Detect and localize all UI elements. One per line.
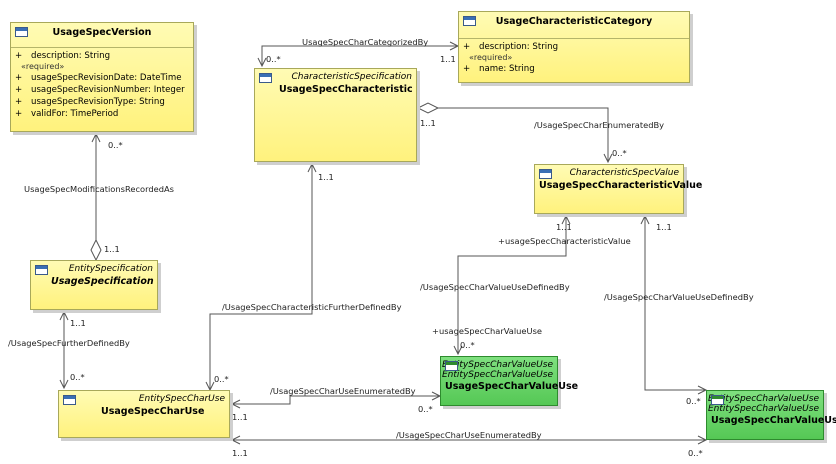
class-stereotype: EntitySpecification	[68, 264, 153, 274]
label-spec-further-defined-by: /UsageSpecFurtherDefinedBy	[8, 338, 130, 348]
label-further-defined-by: /UsageSpecCharacteristicFurtherDefinedBy	[222, 302, 402, 312]
enumerated-by-diamond	[416, 102, 440, 114]
multiplicity: 1..1	[70, 318, 86, 328]
class-usage-spec-char-use[interactable]: EntitySpecCharUse UsageSpecCharUse	[58, 390, 230, 438]
multiplicity: 0..*	[460, 340, 475, 350]
value-use-defined-arrow-top	[561, 214, 571, 225]
multiplicity: 0..*	[70, 372, 85, 382]
class-usage-spec-char-value-use-1[interactable]: EntitySpecCharValueUse EntitySpecCharVal…	[440, 356, 579, 406]
modifications-arrow	[91, 132, 101, 143]
class-stereotype: CharacteristicSpecification	[291, 72, 412, 82]
class-stereotype: EntitySpecCharValueUse	[707, 404, 819, 414]
label-char-use-enumerated-by-2: /UsageSpecCharUseEnumeratedBy	[396, 430, 542, 440]
multiplicity: 1..1	[440, 54, 456, 64]
multiplicity: 0..*	[214, 374, 229, 384]
class-usage-spec-version[interactable]: UsageSpecVersion +description: String «r…	[10, 22, 194, 132]
attribute: +usageSpecRevisionDate: DateTime	[15, 73, 182, 83]
multiplicity: 0..*	[686, 396, 701, 406]
modifications-diamond	[90, 238, 102, 262]
class-name: UsageSpecCharacteristic	[279, 84, 413, 95]
enumerated-by-line	[438, 107, 609, 162]
multiplicity: 1..1	[656, 222, 672, 232]
attribute-list: +description: String «required» +name: S…	[459, 38, 689, 75]
class-stereotype: CharacteristicSpecValue	[569, 168, 679, 178]
class-icon	[445, 361, 458, 371]
value-use-defined-2-arrow-top	[640, 214, 650, 225]
multiplicity: 1..1	[420, 118, 436, 128]
value-use-defined-line	[457, 216, 567, 354]
class-name: UsageSpecCharValueUse	[445, 381, 579, 392]
class-stereotype: EntitySpecCharValueUse	[441, 360, 553, 370]
label-modifications-recorded-as: UsageSpecModificationsRecordedAs	[24, 184, 174, 194]
label-value-use-defined-by-2: /UsageSpecCharValueUseDefinedBy	[604, 292, 754, 302]
attribute: +description: String	[463, 42, 559, 52]
enumerated-by-arrow	[603, 153, 613, 164]
class-usage-spec-characteristic[interactable]: CharacteristicSpecification UsageSpecCha…	[254, 68, 417, 162]
label-char-use-enumerated-by: /UsageSpecCharUseEnumeratedBy	[270, 386, 416, 396]
value-use-defined-2-line	[644, 216, 706, 391]
attribute: +usageSpecRevisionNumber: Integer	[15, 85, 185, 95]
multiplicity: 1..1	[104, 244, 120, 254]
class-icon	[463, 16, 476, 26]
role-characteristic-value: +usageSpecCharacteristicValue	[498, 236, 631, 246]
class-icon	[63, 395, 76, 405]
multiplicity: 1..1	[318, 172, 334, 182]
categorized-by-arrow-start	[257, 57, 267, 68]
categorized-by-line	[261, 45, 458, 66]
class-usage-spec-char-value-use-2[interactable]: EntitySpecCharValueUse EntitySpecCharVal…	[706, 390, 836, 440]
class-icon	[259, 73, 272, 83]
further-defined-line	[209, 164, 313, 390]
attribute: +description: String	[15, 51, 111, 61]
class-name: UsageSpecCharUse	[101, 406, 205, 417]
class-stereotype: EntitySpecCharUse	[138, 394, 225, 404]
class-name: UsageSpecVersion	[52, 27, 152, 38]
class-name: UsageCharacteristicCategory	[495, 16, 653, 27]
class-icon	[539, 169, 552, 179]
spec-further-defined-arrow-top	[59, 310, 69, 321]
class-stereotype: EntitySpecCharValueUse	[441, 370, 553, 380]
label-categorized-by: UsageSpecCharCategorizedBy	[302, 37, 429, 47]
multiplicity: 1..1	[232, 412, 248, 422]
role-char-value-use: +usageSpecCharValueUse	[432, 326, 543, 336]
multiplicity: 0..*	[418, 404, 433, 414]
multiplicity: 1..1	[556, 222, 572, 232]
char-use-enum-line	[232, 395, 440, 405]
char-use-enum-arrow-left	[230, 399, 241, 409]
attribute-list: +description: String «required» +usageSp…	[11, 47, 193, 120]
class-name: UsageSpecification	[51, 276, 154, 287]
class-usage-characteristic-category[interactable]: UsageCharacteristicCategory +description…	[458, 11, 690, 83]
further-defined-arrow-top	[307, 162, 317, 173]
required-stereotype: «required»	[469, 53, 513, 62]
attribute: +usageSpecRevisionType: String	[15, 97, 165, 107]
label-enumerated-by: /UsageSpecCharEnumeratedBy	[534, 120, 665, 130]
multiplicity: 0..*	[266, 54, 281, 64]
value-use-defined-arrow-bottom	[453, 345, 463, 356]
class-name: UsageSpecCharValueUse	[711, 415, 836, 426]
class-name: UsageSpecCharacteristicValue	[539, 180, 703, 191]
multiplicity: 0..*	[612, 148, 627, 158]
multiplicity: 0..*	[688, 448, 703, 458]
class-stereotype: EntitySpecCharValueUse	[707, 394, 819, 404]
attribute: +validFor: TimePeriod	[15, 109, 119, 119]
char-use-enum-2-arrow-right	[697, 435, 708, 445]
multiplicity: 1..1	[232, 448, 248, 458]
required-stereotype: «required»	[21, 62, 65, 71]
char-use-enum-2-arrow-left	[230, 435, 241, 445]
class-icon	[15, 27, 28, 37]
multiplicity: 0..*	[108, 140, 123, 150]
label-value-use-defined-by: /UsageSpecCharValueUseDefinedBy	[420, 282, 570, 292]
attribute: +name: String	[463, 64, 535, 74]
spec-further-defined-arrow-bottom	[59, 379, 69, 390]
class-usage-specification[interactable]: EntitySpecification UsageSpecification	[30, 260, 158, 310]
class-icon	[35, 265, 48, 275]
class-usage-spec-characteristic-value[interactable]: CharacteristicSpecValue UsageSpecCharact…	[534, 164, 703, 214]
class-icon	[711, 395, 724, 405]
